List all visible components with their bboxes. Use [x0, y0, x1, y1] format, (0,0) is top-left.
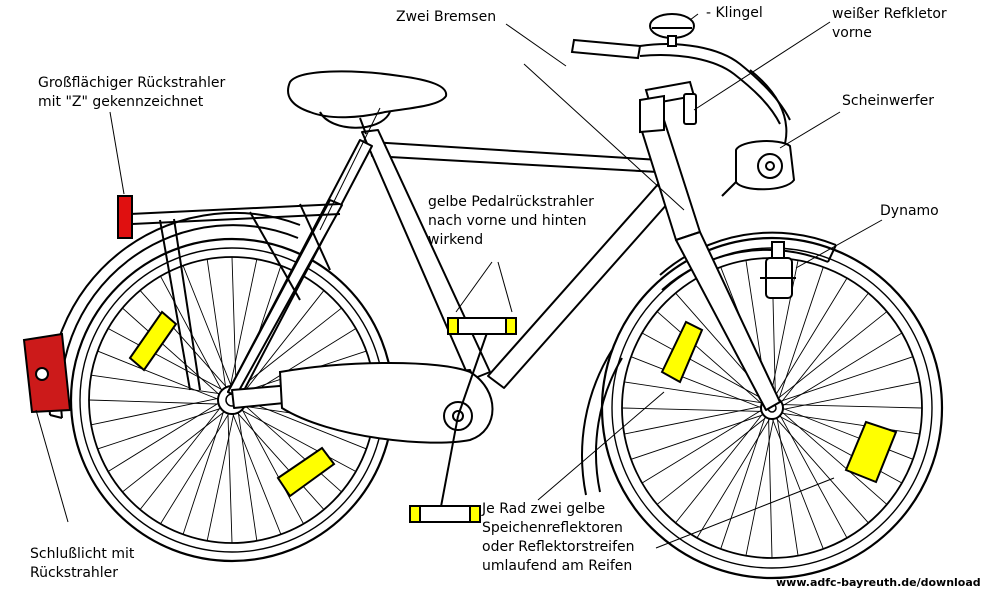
spoke	[107, 401, 221, 472]
bell-part	[649, 13, 695, 47]
leader-lines	[35, 13, 883, 549]
front-reflector-label-line-2: vorne	[832, 25, 872, 41]
front-reflector-label: weißer Refkletor vorne	[832, 5, 947, 43]
spoke	[780, 412, 921, 435]
spoke-reflectors-label-line-2: Speichenreflektoren	[482, 520, 623, 536]
brakes-label: Zwei Bremsen	[396, 8, 496, 27]
front-white-reflector-part	[683, 93, 697, 125]
tail-light-label: Schlußlicht mit Rückstrahler	[30, 545, 134, 583]
spoke	[160, 411, 231, 525]
rear-rack	[129, 203, 341, 391]
headlight-part	[721, 140, 796, 197]
spoke	[122, 307, 222, 397]
dynamo-part	[760, 241, 796, 299]
spoke	[182, 408, 225, 535]
rear-reflector-label: Großflächiger Rückstrahler mit "Z" geken…	[38, 74, 225, 112]
spoke	[696, 417, 771, 539]
pedal-reflectors-label: gelbe Pedalrückstrahler nach vorne und h…	[428, 193, 594, 250]
front-reflector-label-line-1: weißer Refkletor	[832, 6, 947, 22]
spoke	[206, 258, 227, 391]
spoke	[242, 403, 342, 493]
spoke	[139, 290, 229, 390]
tail-light-part	[22, 332, 72, 414]
tail-light-label-line-2: Rückstrahler	[30, 565, 119, 581]
spoke	[88, 399, 222, 405]
spoke	[241, 290, 325, 395]
spoke	[779, 356, 914, 403]
spoke	[90, 397, 221, 426]
spoke-reflectors-label-line-4: umlaufend am Reifen	[482, 558, 633, 574]
spoke	[139, 405, 223, 510]
spoke	[641, 409, 763, 484]
spoke	[773, 277, 848, 399]
spoke	[776, 311, 888, 400]
pedals	[409, 317, 517, 523]
spoke	[237, 409, 258, 542]
bell-label: - Klingel	[706, 4, 763, 23]
bell-label-line-1: - Klingel	[706, 5, 763, 21]
spoke	[780, 404, 923, 409]
spoke	[771, 417, 824, 550]
brakes-label-line-1: Zwei Bremsen	[396, 9, 497, 25]
spoke	[206, 411, 235, 542]
rear-reflector-label-line-2: mit "Z" gekennzeichnet	[38, 94, 204, 110]
spoke	[243, 399, 367, 450]
dynamo-label-line-1: Dynamo	[880, 203, 939, 219]
spoke	[239, 408, 357, 472]
bicycle-frame	[227, 119, 781, 411]
pedal-reflectors-label-line-3: wirkend	[428, 232, 484, 248]
headlight-label-line-1: Scheinwerfer	[842, 93, 934, 109]
spoke	[779, 413, 848, 539]
spoke	[623, 381, 764, 404]
spoke	[243, 328, 357, 399]
spoke	[656, 416, 768, 505]
spoke	[656, 311, 764, 406]
headlight-label: Scheinwerfer	[842, 92, 934, 111]
spoke	[227, 410, 233, 544]
saddle	[287, 70, 448, 135]
spoke	[235, 410, 325, 510]
spoke	[630, 356, 763, 409]
spoke-reflectors-label-line-3: oder Reflektorstreifen	[482, 539, 635, 555]
pedal-reflectors-label-line-2: nach vorne und hinten	[428, 213, 587, 229]
spoke	[231, 411, 282, 535]
spoke	[182, 265, 233, 389]
spoke	[229, 258, 258, 389]
spoke	[781, 407, 914, 460]
spoke	[97, 407, 224, 450]
rear-red-reflector	[117, 195, 133, 239]
spoke	[240, 407, 304, 525]
spoke	[745, 417, 775, 557]
spoke	[122, 409, 227, 493]
spoke	[781, 381, 921, 411]
chain-guard	[278, 362, 494, 444]
spoke	[237, 307, 342, 391]
dynamo-label: Dynamo	[880, 202, 939, 221]
spoke-reflectors-label: Je Rad zwei gelbe Speichenreflektoren od…	[482, 500, 634, 576]
spoke	[768, 416, 773, 559]
spoke	[630, 413, 765, 460]
spoke	[781, 332, 903, 407]
spoke	[107, 328, 225, 392]
spoke	[776, 416, 799, 557]
spoke	[90, 374, 223, 395]
spoke	[769, 259, 799, 399]
rear-reflector-label-line-1: Großflächiger Rückstrahler	[38, 75, 226, 91]
spoke-reflectors-label-line-1: Je Rad zwei gelbe	[482, 501, 606, 517]
spoke	[780, 410, 888, 505]
spoke-reflectors	[128, 310, 898, 498]
spoke	[623, 405, 763, 435]
spoke	[231, 256, 237, 390]
spoke	[97, 350, 221, 401]
tail-light-label-line-1: Schlußlicht mit	[30, 546, 135, 562]
pedal-reflectors-label-line-1: gelbe Pedalrückstrahler	[428, 194, 594, 210]
source-url[interactable]: www.adfc-bayreuth.de/download	[776, 576, 981, 589]
